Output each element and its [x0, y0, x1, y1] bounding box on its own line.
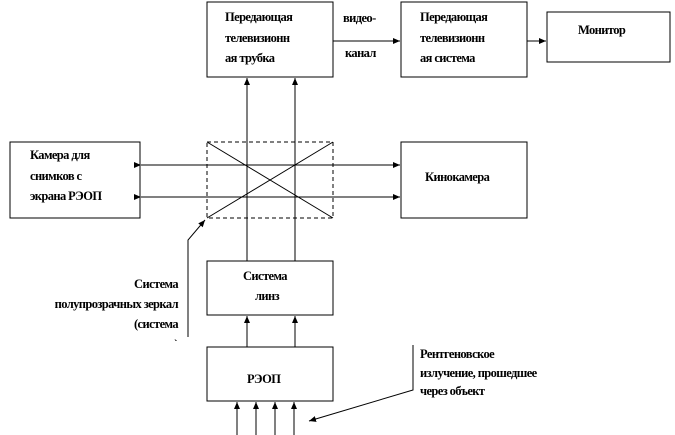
- lens-line-1: Система: [243, 269, 288, 283]
- xray-label-line-1: Рентгеновское: [420, 347, 495, 361]
- block-tv-tube: Передающая телевизионн ая трубка: [206, 1, 334, 78]
- mirror-label-line-1: Система: [134, 277, 179, 291]
- video-channel-line-1: видео-: [343, 11, 376, 25]
- tv-system-line-2: телевизионн: [420, 31, 485, 45]
- monitor-label: Монитор: [578, 23, 626, 37]
- tube-line-3: ая трубка: [225, 51, 276, 65]
- mirror-label-line-3: (система: [134, 317, 179, 331]
- block-reop: РЭОП: [206, 346, 334, 402]
- photo-camera-line-2: снимков с: [30, 169, 83, 183]
- block-photo-camera: Камера для снимков с экрана РЭОП: [9, 141, 141, 219]
- block-tv-system: Передающая телевизионн ая система: [400, 1, 528, 78]
- mirror-system: [206, 141, 334, 219]
- mirror-label-line-4: распределителя света): [63, 337, 178, 351]
- block-lens-system: Система линз: [206, 260, 334, 316]
- xray-input-arrows: [234, 402, 297, 435]
- reop-label: РЭОП: [247, 372, 281, 386]
- block-monitor: Монитор: [546, 11, 671, 63]
- lens-line-2: линз: [255, 289, 280, 303]
- tube-line-1: Передающая: [225, 10, 293, 24]
- xray-label-line-3: через объект: [420, 384, 485, 398]
- mirror-system-label: Система полупрозрачных зеркал (система р…: [55, 219, 206, 351]
- video-channel-line-2: канал: [345, 46, 376, 60]
- mirror-label-line-2: полупрозрачных зеркал: [55, 297, 179, 311]
- tube-line-2: телевизионн: [225, 31, 290, 45]
- film-camera-label: Кинокамера: [425, 170, 491, 184]
- xray-label: Рентгеновское излучение, прошедшее через…: [308, 345, 538, 422]
- tv-system-line-3: ая система: [420, 51, 476, 65]
- block-film-camera: Кинокамера: [400, 141, 528, 219]
- xray-label-line-2: излучение, прошедшее: [420, 366, 538, 380]
- photo-camera-line-3: экрана РЭОП: [30, 189, 102, 203]
- tv-system-line-1: Передающая: [420, 10, 488, 24]
- photo-camera-line-1a: Камера для: [30, 148, 90, 162]
